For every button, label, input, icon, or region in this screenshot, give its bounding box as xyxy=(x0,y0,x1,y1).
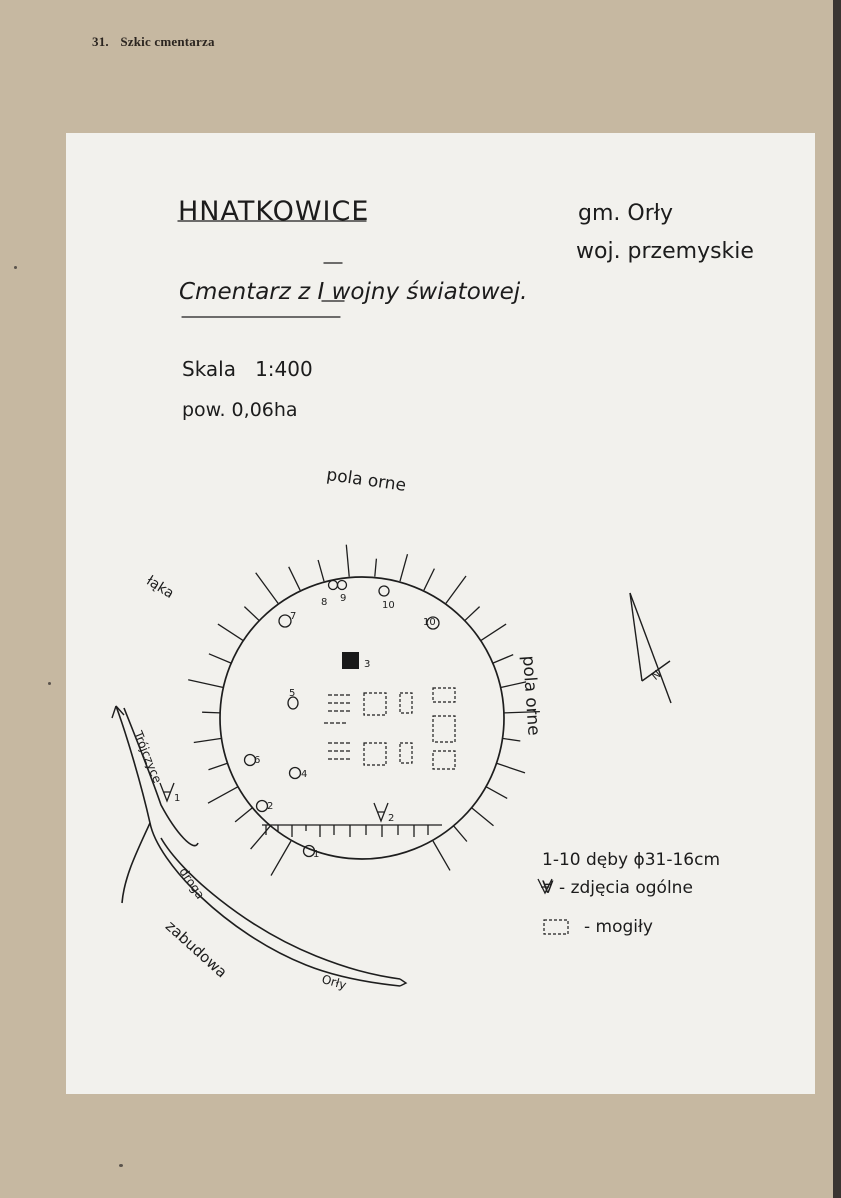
road xyxy=(111,705,408,987)
grave-rows xyxy=(363,687,456,770)
boundary-tick xyxy=(243,606,260,621)
bottom-wall xyxy=(262,824,442,837)
page-header: 31. Szkic cmentarza xyxy=(92,34,215,50)
boundary-tick xyxy=(188,679,224,689)
tree-number: 10 xyxy=(382,600,395,611)
boundary-tick xyxy=(202,711,221,714)
boundary-tick xyxy=(464,606,481,621)
boundary-tick xyxy=(270,840,292,876)
legend-grave-symbol xyxy=(543,919,569,935)
boundary-tick xyxy=(317,559,325,582)
cemetery-sketch: 1 2 3 4 5 6 7 8 9 10 10 1 2 xyxy=(111,220,672,987)
boundary-tick xyxy=(432,840,451,871)
tree-number: 10 xyxy=(423,617,436,628)
boundary-tick xyxy=(399,554,409,582)
tree-number: 4 xyxy=(301,769,307,780)
boundary-tick xyxy=(217,623,244,641)
sketch-sheet: HNATKOWICE gm. Orły woj. przemyskie Cmen… xyxy=(66,133,815,1094)
tree-number: 8 xyxy=(321,597,327,608)
tree-number: 6 xyxy=(254,755,260,766)
legend-photos: ∀ - zdjęcia ogólne xyxy=(542,878,693,898)
photo-number: 1 xyxy=(174,793,180,804)
boundary-tick xyxy=(485,786,508,799)
photo-number: 2 xyxy=(388,813,394,824)
dust-speck xyxy=(48,682,51,685)
boundary-tick xyxy=(480,623,507,641)
north-arrow xyxy=(629,592,672,704)
boundary-tick xyxy=(208,653,232,664)
boundary-tick xyxy=(250,825,271,850)
tree-number: 3 xyxy=(364,659,370,670)
boundary-tick xyxy=(503,710,540,714)
area-label: pow. 0,06ha xyxy=(182,399,298,421)
legend-oaks: 1-10 dęby ϕ31-16cm xyxy=(542,850,721,870)
boundary-tick xyxy=(423,568,435,591)
sketch-subtitle: Cmentarz z I wojny światowej. xyxy=(179,279,528,305)
boundary-tick xyxy=(345,544,350,577)
photo-markers xyxy=(159,782,553,895)
tree-number: 9 xyxy=(340,593,346,604)
legend-graves: - mogiły xyxy=(584,917,653,937)
grave-dashes xyxy=(324,694,352,760)
boundary-ticks xyxy=(188,544,540,876)
commune-label: gm. Orły xyxy=(578,201,674,226)
scan-edge xyxy=(833,0,841,1198)
boundary-tick xyxy=(500,681,527,689)
dust-speck xyxy=(119,1164,123,1167)
tree-number: 2 xyxy=(267,801,273,812)
page-title: Szkic cmentarza xyxy=(120,34,215,49)
page-number: 31. xyxy=(92,34,109,49)
chapel-symbol xyxy=(342,652,359,669)
boundary-tick xyxy=(234,807,253,823)
boundary-tick xyxy=(471,807,494,827)
cemetery-boundary xyxy=(219,576,505,860)
oak-trees xyxy=(243,579,440,858)
boundary-tick xyxy=(453,825,468,842)
boundary-tick xyxy=(445,575,467,604)
tree-number: 5 xyxy=(289,688,295,699)
boundary-tick xyxy=(288,566,301,591)
tree-number: 1 xyxy=(313,849,319,860)
voivodeship-label: woj. przemyskie xyxy=(576,239,754,264)
boundary-tick xyxy=(374,558,378,577)
boundary-tick xyxy=(193,737,222,744)
boundary-tick xyxy=(502,737,521,742)
boundary-tick xyxy=(492,654,514,664)
scale-label: Skala 1:400 xyxy=(182,357,313,381)
boundary-tick xyxy=(208,762,228,771)
boundary-tick xyxy=(255,572,279,604)
boundary-tick xyxy=(207,786,239,804)
tree-number: 7 xyxy=(290,611,296,622)
sketch-title: HNATKOWICE xyxy=(178,196,370,227)
dust-speck xyxy=(14,266,17,269)
boundary-tick xyxy=(496,762,526,774)
